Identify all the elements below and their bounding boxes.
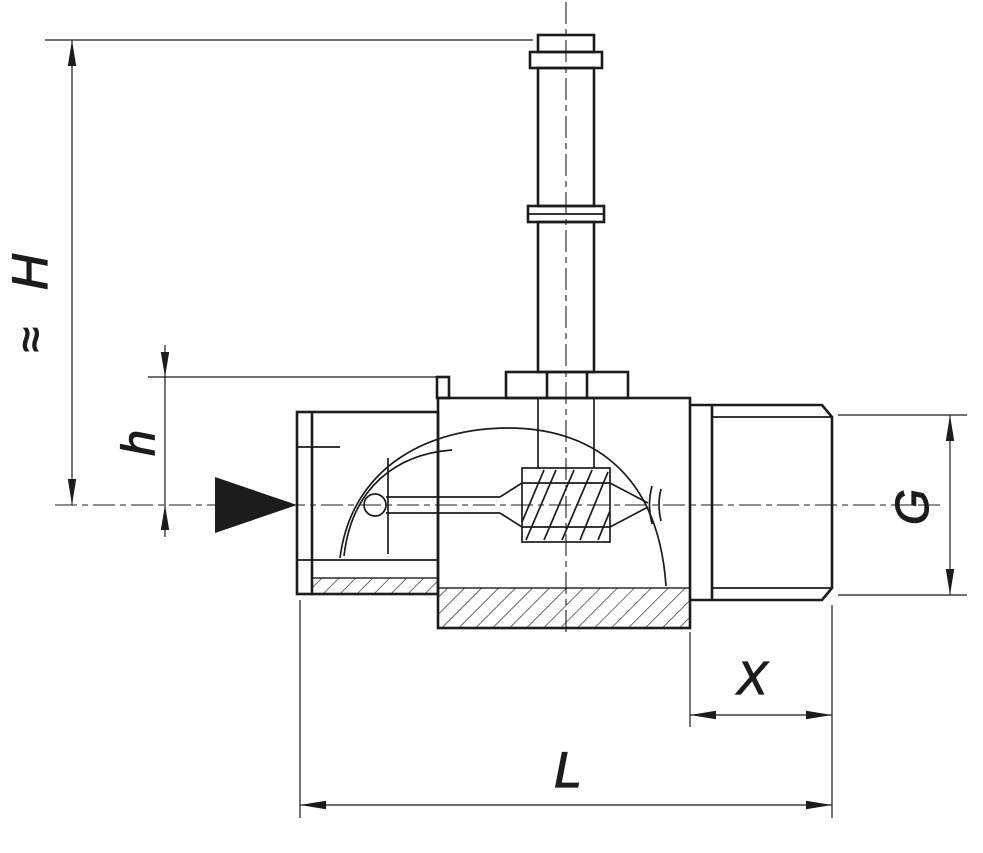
label-G: G: [886, 489, 938, 525]
plunger-spring-hatch: [521, 469, 611, 541]
left-port: [295, 410, 440, 596]
body-top-tab: [435, 375, 451, 400]
piston-taper-bottom: [499, 512, 523, 528]
centerlines: [55, 2, 940, 634]
internal-mechanism: [297, 398, 667, 587]
hex-nut: [504, 370, 630, 400]
cavity-dome-arc: [339, 427, 667, 587]
dimension-G: G: [838, 414, 967, 596]
dimension-X: X: [689, 605, 833, 818]
label-X: X: [736, 652, 770, 704]
dimension-H: H ≈: [1, 39, 533, 505]
seat-arc-inner: [658, 488, 662, 522]
dimension-h: h: [111, 345, 437, 537]
dimension-L: L: [299, 600, 832, 818]
left-port-outline: [295, 410, 440, 596]
seat-arc-outer: [648, 485, 653, 525]
flow-direction-arrow-icon: [215, 477, 297, 533]
armature-tube: [504, 33, 630, 400]
arrow-up: [160, 505, 170, 530]
right-port: [690, 403, 834, 602]
label-L: L: [554, 742, 582, 798]
label-approx: ≈: [4, 327, 56, 352]
arrow-down: [160, 352, 170, 377]
stem-pin-end: [363, 493, 387, 517]
label-H: H: [2, 253, 58, 290]
hatch-bar-bottom: [437, 587, 691, 629]
cavity-inner-arc: [343, 449, 453, 557]
right-port-outline: [690, 403, 834, 602]
piston-taper-top: [499, 482, 523, 498]
seat-cone-top: [609, 482, 649, 504]
hatch-strip-left: [311, 577, 439, 595]
label-h: h: [112, 430, 164, 456]
plunger-outline: [521, 467, 611, 543]
section-hatching: [311, 577, 691, 629]
seat-cone-bottom: [609, 506, 649, 528]
